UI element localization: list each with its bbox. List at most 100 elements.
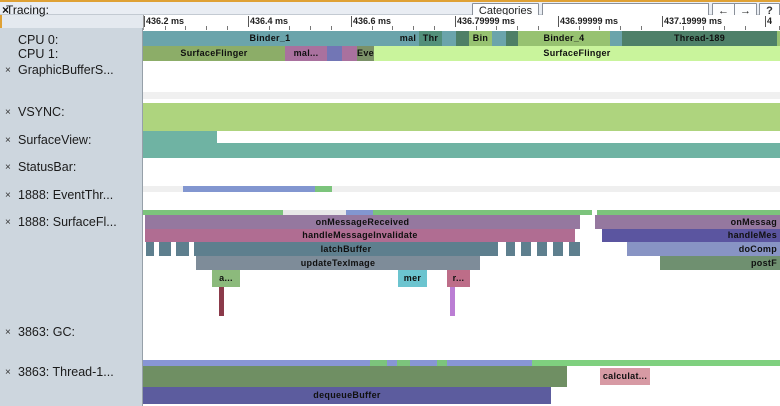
trace-event-binder-1[interactable]: Binder_1 <box>143 31 397 46</box>
trace-event[interactable] <box>521 242 531 256</box>
trace-event-r[interactable]: r... <box>447 270 470 287</box>
sidebar-row-label: GraphicBufferS... <box>18 63 114 77</box>
trace-event-mal[interactable]: mal... <box>285 46 327 61</box>
minor-tick <box>703 26 704 30</box>
trace-event-calculat[interactable]: calculat... <box>600 368 650 385</box>
sidebar-row-label: 1888: SurfaceFl... <box>18 215 117 229</box>
close-row-icon[interactable]: × <box>5 367 11 378</box>
trace-event[interactable] <box>327 46 342 61</box>
close-row-icon[interactable]: × <box>5 217 11 228</box>
trace-event-thr[interactable]: Thr <box>419 31 442 46</box>
trace-event[interactable] <box>143 103 780 131</box>
minor-tick <box>392 26 393 30</box>
trace-event[interactable] <box>219 287 224 316</box>
minor-tick <box>310 26 311 30</box>
trace-event[interactable] <box>143 360 370 366</box>
trace-event[interactable] <box>283 210 346 215</box>
close-row-icon[interactable]: × <box>5 65 11 76</box>
trace-event-surfaceflinger[interactable]: SurfaceFlinger <box>143 46 285 61</box>
trace-event-mal[interactable]: mal <box>397 31 419 46</box>
trace-event-binder-4[interactable]: Binder_4 <box>518 31 610 46</box>
trace-event[interactable] <box>143 366 567 387</box>
trace-event[interactable] <box>492 31 506 46</box>
trace-event[interactable] <box>456 31 469 46</box>
trace-event[interactable] <box>450 287 455 316</box>
sidebar: CPU 0:CPU 1:×GraphicBufferS...×VSYNC:×Su… <box>0 28 143 406</box>
sidebar-row-label: CPU 0: <box>18 33 59 47</box>
trace-event-handlemes[interactable]: handleMes <box>602 229 780 242</box>
trace-event-onmessag[interactable]: onMessag <box>595 215 780 229</box>
trace-event-mer[interactable]: mer <box>398 270 427 287</box>
trace-event[interactable] <box>143 92 780 99</box>
trace-event[interactable] <box>610 31 622 46</box>
trace-event[interactable] <box>569 242 580 256</box>
trace-event[interactable] <box>143 131 217 143</box>
sidebar-row: CPU 0: <box>0 33 142 49</box>
trace-event-eve[interactable]: Eve <box>357 46 374 61</box>
trace-event-surfaceflinger[interactable]: SurfaceFlinger <box>374 46 780 61</box>
trace-event[interactable] <box>370 360 387 366</box>
minor-tick <box>372 26 373 30</box>
trace-event-onmessagereceived[interactable]: onMessageReceived <box>145 215 580 229</box>
trace-event[interactable] <box>447 360 532 366</box>
close-row-icon[interactable]: × <box>5 107 11 118</box>
close-row-icon[interactable]: × <box>5 327 11 338</box>
trace-event[interactable] <box>143 143 780 158</box>
minor-tick <box>538 26 539 30</box>
trace-event[interactable] <box>143 186 780 192</box>
minor-tick <box>165 26 166 30</box>
trace-event-handlemessageinvalidate[interactable]: handleMessageInvalidate <box>145 229 575 242</box>
trace-event-postf[interactable]: postF <box>660 256 780 270</box>
close-row-icon[interactable]: × <box>5 135 11 146</box>
close-row-icon[interactable]: × <box>5 162 11 173</box>
trace-event-latchbuffer[interactable]: latchBuffer <box>194 242 498 256</box>
trace-event[interactable] <box>397 360 410 366</box>
trace-event-updateteximage[interactable]: updateTexImage <box>196 256 480 270</box>
trace-event[interactable] <box>777 31 780 46</box>
sidebar-row-label: CPU 1: <box>18 47 59 61</box>
trace-event[interactable] <box>346 210 373 215</box>
close-icon[interactable]: × <box>2 3 10 17</box>
minor-tick <box>683 26 684 30</box>
trace-event[interactable] <box>315 186 332 192</box>
tick-label: 436.79999 ms <box>457 16 516 26</box>
minor-tick <box>517 26 518 30</box>
sidebar-row-label: StatusBar: <box>18 160 77 174</box>
trace-event[interactable] <box>537 242 547 256</box>
minor-tick <box>599 26 600 30</box>
sidebar-row: CPU 1: <box>0 47 142 63</box>
trace-event-bin[interactable]: Bin <box>469 31 492 46</box>
trace-event[interactable] <box>387 360 397 366</box>
minor-tick <box>579 26 580 30</box>
trace-event[interactable] <box>506 31 518 46</box>
trace-event[interactable] <box>410 360 437 366</box>
trace-event[interactable] <box>373 210 592 215</box>
minor-tick <box>641 26 642 30</box>
trace-event[interactable] <box>442 31 456 46</box>
trace-event-dequeuebuffer[interactable]: dequeueBuffer <box>143 387 551 404</box>
trace-event[interactable] <box>159 242 171 256</box>
trace-event-docomp[interactable]: doComp <box>627 242 780 256</box>
trace-event[interactable] <box>553 242 563 256</box>
trace-event[interactable] <box>183 186 315 192</box>
trace-event[interactable] <box>176 242 189 256</box>
trace-event[interactable] <box>437 360 447 366</box>
major-tick <box>765 16 766 27</box>
trace-event-thread-189[interactable]: Thread-189 <box>622 31 777 46</box>
trace-event[interactable] <box>143 210 283 215</box>
close-row-icon[interactable]: × <box>5 190 11 201</box>
toolbar-left-extension <box>0 15 143 28</box>
trace-event[interactable] <box>146 242 154 256</box>
trace-event[interactable] <box>506 242 515 256</box>
trace-event[interactable] <box>532 360 780 366</box>
sidebar-row: ×3863: Thread-1... <box>0 365 142 381</box>
minor-tick <box>476 26 477 30</box>
sidebar-row-label: 1888: EventThr... <box>18 188 114 202</box>
trace-event[interactable] <box>342 46 357 61</box>
minor-tick <box>185 26 186 30</box>
trace-event[interactable] <box>597 210 780 215</box>
trace-event-a[interactable]: a... <box>212 270 240 287</box>
